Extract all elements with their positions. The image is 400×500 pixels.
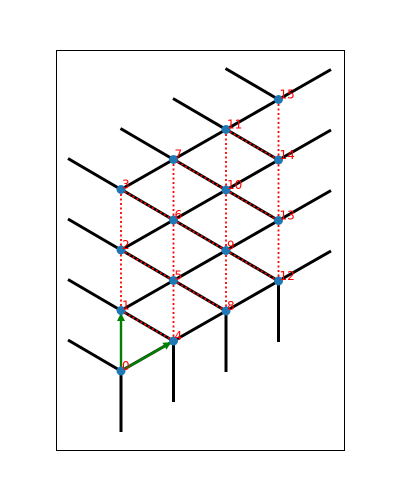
site-label-6: 6 — [175, 208, 183, 222]
bond-left-0 — [67, 338, 122, 373]
bond-left-7 — [119, 127, 175, 161]
site-node-15 — [274, 95, 283, 104]
bond-right-11 — [225, 98, 280, 131]
dotted-d-2-3 — [225, 128, 279, 161]
bond-right-2 — [120, 218, 175, 252]
site-node-14 — [274, 155, 283, 165]
site-node-8 — [221, 306, 231, 316]
site-node-6 — [169, 215, 178, 225]
dotted-d-2-2 — [225, 189, 279, 222]
site-label-5: 5 — [175, 269, 183, 283]
dotted-d-1-2 — [173, 219, 227, 252]
site-node-13 — [274, 216, 283, 225]
site-node-9 — [221, 246, 231, 255]
dotted-d-1-3 — [173, 158, 227, 191]
bond-left-10 — [172, 157, 227, 192]
bond-left-9 — [172, 218, 227, 252]
bond-left-6 — [119, 187, 175, 222]
bond-left-12 — [224, 248, 280, 283]
site-node-12 — [274, 276, 283, 286]
site-label-2: 2 — [122, 238, 130, 252]
dotted-connections — [120, 99, 280, 371]
lattice-sites — [116, 95, 283, 376]
site-label-9: 9 — [227, 239, 235, 253]
bond-left-8 — [172, 278, 227, 313]
dotted-d-0-3 — [120, 188, 174, 221]
site-label-8: 8 — [227, 299, 235, 313]
bond-left-2 — [67, 217, 122, 252]
bond-left-14 — [224, 127, 280, 162]
site-label-12: 12 — [280, 269, 295, 283]
bond-right-14 — [277, 128, 332, 162]
bond-right-1 — [120, 279, 175, 312]
site-label-13: 13 — [280, 209, 295, 223]
bond-right-6 — [172, 188, 227, 222]
bond-right-8 — [225, 279, 280, 313]
bond-right-13 — [277, 189, 332, 222]
bond-left-5 — [119, 248, 175, 282]
dotted-d-1-1 — [173, 279, 227, 312]
lattice-vector-1 — [120, 341, 172, 373]
lattice-vectors — [117, 313, 172, 373]
bond-left-11 — [172, 97, 227, 131]
dotted-d-0-2 — [120, 249, 174, 282]
bond-left-1 — [67, 278, 122, 312]
bond-left-3 — [67, 157, 122, 191]
site-node-2 — [116, 245, 126, 255]
bond-right-10 — [225, 158, 280, 192]
lattice-bonds — [67, 67, 332, 432]
bond-right-12 — [277, 249, 332, 283]
bond-right-5 — [172, 249, 227, 282]
site-node-5 — [169, 276, 178, 285]
site-node-10 — [221, 185, 231, 195]
site-label-10: 10 — [227, 178, 242, 192]
bond-left-4 — [119, 308, 175, 343]
dotted-d-2-1 — [225, 249, 279, 282]
site-node-4 — [169, 336, 178, 346]
site-node-3 — [116, 185, 126, 194]
plot-frame — [56, 50, 345, 451]
site-label-7: 7 — [175, 148, 183, 162]
bond-left-15 — [224, 67, 280, 101]
dotted-d-0-1 — [120, 309, 174, 342]
site-label-4: 4 — [175, 329, 183, 343]
bond-right-15 — [277, 68, 332, 101]
bond-right-9 — [225, 219, 280, 252]
site-label-15: 15 — [280, 88, 295, 102]
bond-right-7 — [172, 128, 227, 161]
site-node-1 — [116, 306, 126, 315]
site-node-7 — [169, 155, 178, 164]
site-label-14: 14 — [280, 148, 295, 162]
site-node-0 — [116, 366, 126, 376]
site-label-0: 0 — [122, 359, 130, 373]
site-label-11: 11 — [227, 118, 242, 132]
site-node-11 — [221, 125, 231, 134]
bond-right-3 — [120, 158, 175, 191]
site-label-1: 1 — [122, 299, 130, 313]
site-label-3: 3 — [122, 178, 130, 192]
bond-right-4 — [172, 309, 227, 343]
bond-left-13 — [224, 188, 280, 222]
